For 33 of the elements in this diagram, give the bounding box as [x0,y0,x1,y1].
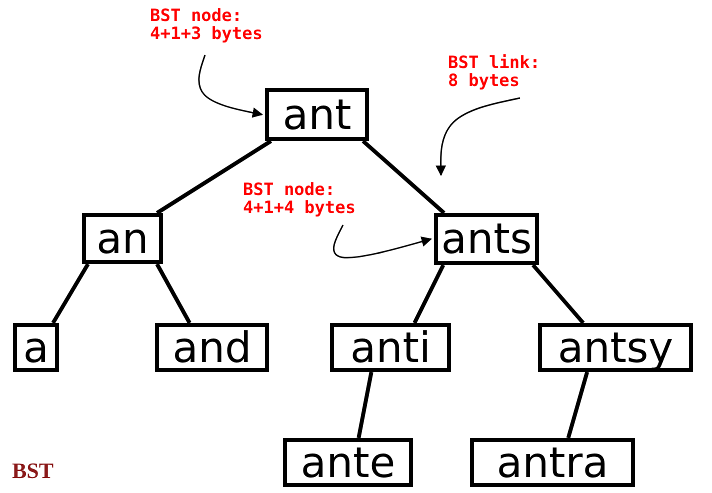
word-text: ants [441,218,532,260]
word-text: a [23,326,49,368]
tree-node-box [82,213,163,264]
word-text: ante [300,442,396,484]
annotation-text: BST node: 4+1+4 bytes [243,182,357,218]
tree-link [356,372,374,438]
tree-node-box [538,323,693,372]
tree-link [531,264,585,324]
word-text: an [96,218,149,260]
tree-node-box [470,438,635,487]
leader-line [436,97,520,176]
word-text: ant [282,94,352,136]
tree-link [362,140,446,214]
tree-node-box [283,438,413,487]
tree-node-box [330,323,451,372]
leader-line [333,224,432,258]
tree-link [156,139,272,215]
tree-node-box [13,323,59,372]
tree-link [51,262,90,324]
annotation-text: BST link: 8 bytes [448,55,542,91]
tree-node-box [155,323,269,372]
tree-node-box [434,213,539,265]
annotation-text: BST node: 4+1+3 bytes [150,8,264,44]
word-text: antra [496,442,608,484]
tree-node-box [265,88,369,141]
word-text: antsy [558,326,674,368]
leader-line [198,54,264,118]
tree-link [412,264,446,324]
tree-link [566,371,590,439]
word-text: and [172,326,252,368]
tree-link [155,263,192,324]
caption-text: BST [12,458,54,484]
word-text: anti [350,326,431,368]
